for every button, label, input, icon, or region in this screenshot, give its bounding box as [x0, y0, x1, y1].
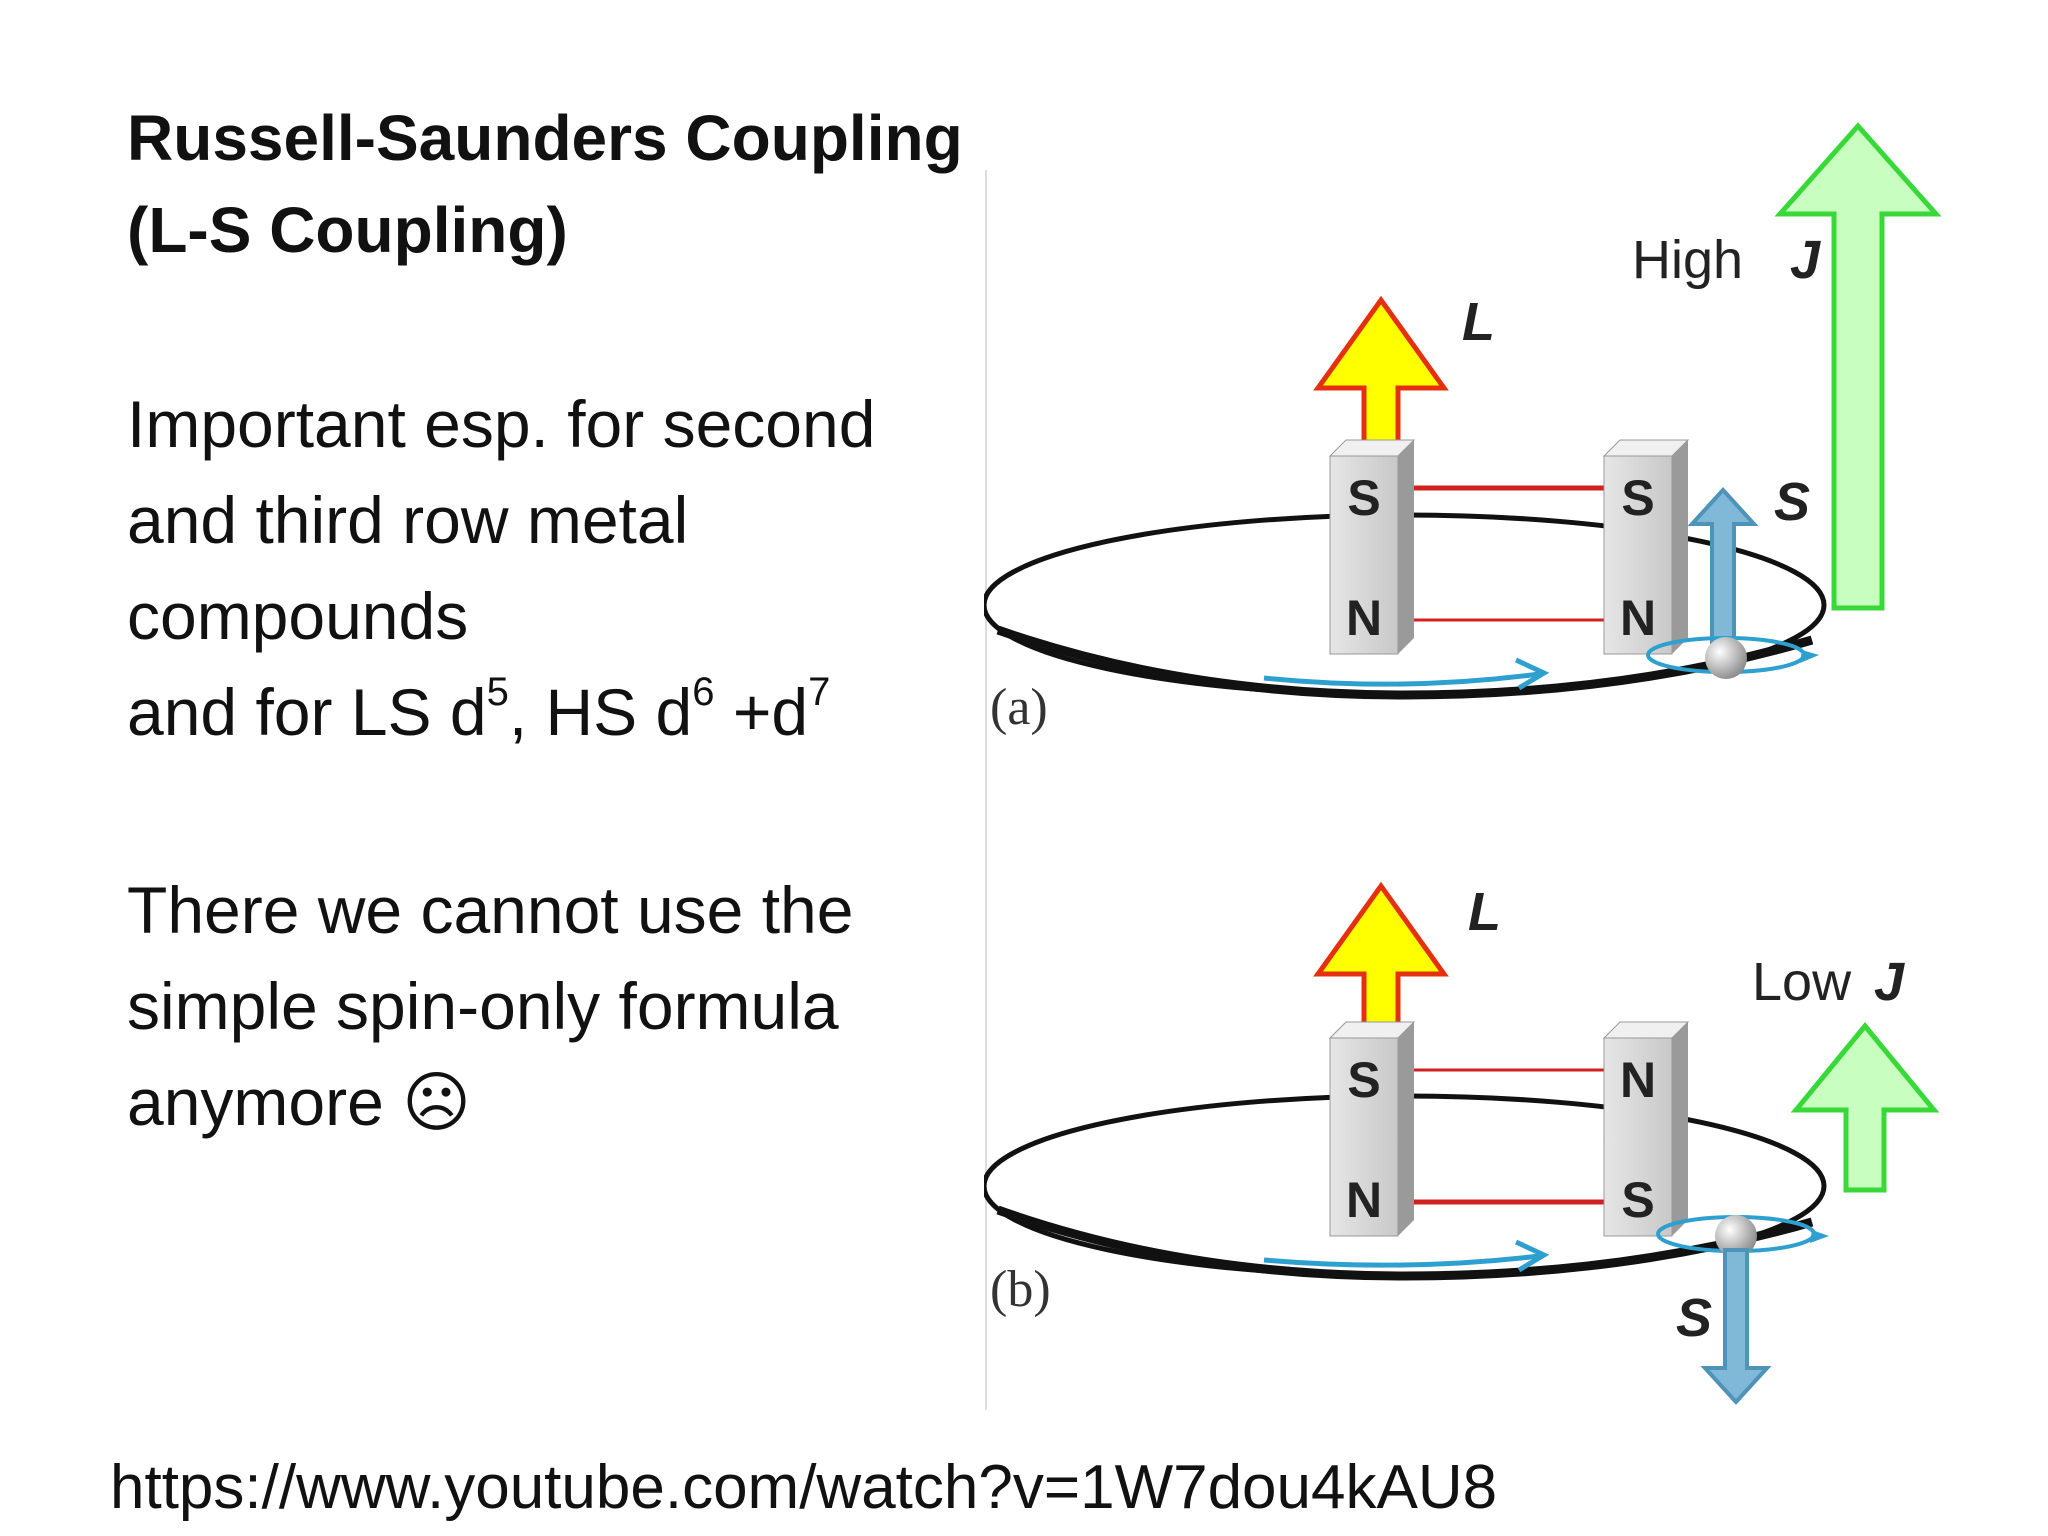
s-arrow-up	[1687, 487, 1759, 647]
right-magnet-bottom-pole: S	[1621, 1172, 1654, 1228]
l-label: L	[1462, 292, 1495, 352]
para1-line-4-mid2: +d	[714, 675, 809, 749]
paragraph-spin-only: There we cannot use the simple spin-only…	[127, 862, 853, 1150]
high-j-arrow	[1774, 122, 1942, 611]
high-j-symbol: J	[1790, 230, 1821, 290]
title-line-2: (L-S Coupling)	[127, 194, 568, 266]
low-j-symbol: J	[1874, 952, 1905, 1012]
panel-a-label: (a)	[990, 679, 1048, 736]
sad-face-icon: ☹	[402, 1065, 471, 1139]
para1-line-4-mid: , HS d	[508, 675, 693, 749]
para1-line-4-pre: and for LS d	[127, 675, 487, 749]
s-label: S	[1774, 472, 1810, 532]
orbit-front-thick	[996, 1205, 1814, 1281]
para1-line-3: compounds	[127, 579, 469, 653]
s-label: S	[1676, 1288, 1712, 1348]
electron-ball	[1715, 1215, 1757, 1257]
para1-line-4: and for LS d5, HS d6 +d7	[127, 664, 875, 760]
orbital-motion-arrow	[1263, 671, 1540, 687]
right-magnet-top-pole: S	[1621, 470, 1654, 526]
low-j-arrow	[1790, 1022, 1940, 1193]
para1-line-1: Important esp. for second	[127, 387, 876, 461]
source-url: https://www.youtube.com/watch?v=1W7dou4k…	[110, 1453, 1498, 1522]
panel-b: S N N S Low J L S (b)	[984, 881, 1940, 1405]
spin-ring-arrowhead	[1800, 650, 1819, 663]
l-label: L	[1468, 882, 1501, 942]
para2-line-2: simple spin-only formula	[127, 969, 839, 1043]
para2-line-3: anymore ☹	[127, 1054, 853, 1150]
panel-b-label: (b)	[990, 1261, 1051, 1318]
paragraph-importance: Important esp. for second and third row …	[127, 376, 875, 760]
right-magnet: N S	[1602, 1021, 1690, 1237]
title-line-1: Russell-Saunders Coupling	[127, 102, 963, 174]
ls-coupling-figure: S N S N High J L S (a)	[984, 122, 1942, 1410]
orbital-motion-arrow	[1263, 1253, 1540, 1268]
left-magnet: S N	[1328, 1021, 1416, 1237]
para2-line-3-text: anymore	[127, 1065, 384, 1139]
left-magnet-top-pole: S	[1347, 470, 1380, 526]
left-magnet-top-pole: S	[1347, 1052, 1380, 1108]
left-magnet-bottom-pole: N	[1346, 590, 1382, 646]
para2-line-1: There we cannot use the	[127, 873, 854, 947]
superscript-7: 7	[808, 670, 831, 714]
panel-a: S N S N High J L S (a)	[984, 122, 1942, 736]
low-label: Low	[1752, 952, 1852, 1012]
right-magnet: S N	[1602, 439, 1690, 655]
left-magnet: S N	[1328, 439, 1416, 655]
high-label: High	[1632, 230, 1743, 290]
spin-ring-arrowhead	[1810, 1230, 1829, 1243]
orbital-motion-arrowhead	[1514, 1239, 1550, 1273]
right-magnet-top-pole: N	[1620, 1052, 1656, 1108]
s-arrow-down	[1700, 1248, 1772, 1405]
electron-ball	[1705, 637, 1747, 679]
orbital-motion-arrowhead	[1514, 657, 1550, 691]
superscript-5: 5	[486, 670, 509, 714]
left-magnet-bottom-pole: N	[1346, 1172, 1382, 1228]
slide-title: Russell-Saunders Coupling (L-S Coupling)	[127, 92, 963, 276]
right-magnet-bottom-pole: N	[1620, 590, 1656, 646]
superscript-6: 6	[692, 670, 715, 714]
para1-line-2: and third row metal	[127, 483, 689, 557]
